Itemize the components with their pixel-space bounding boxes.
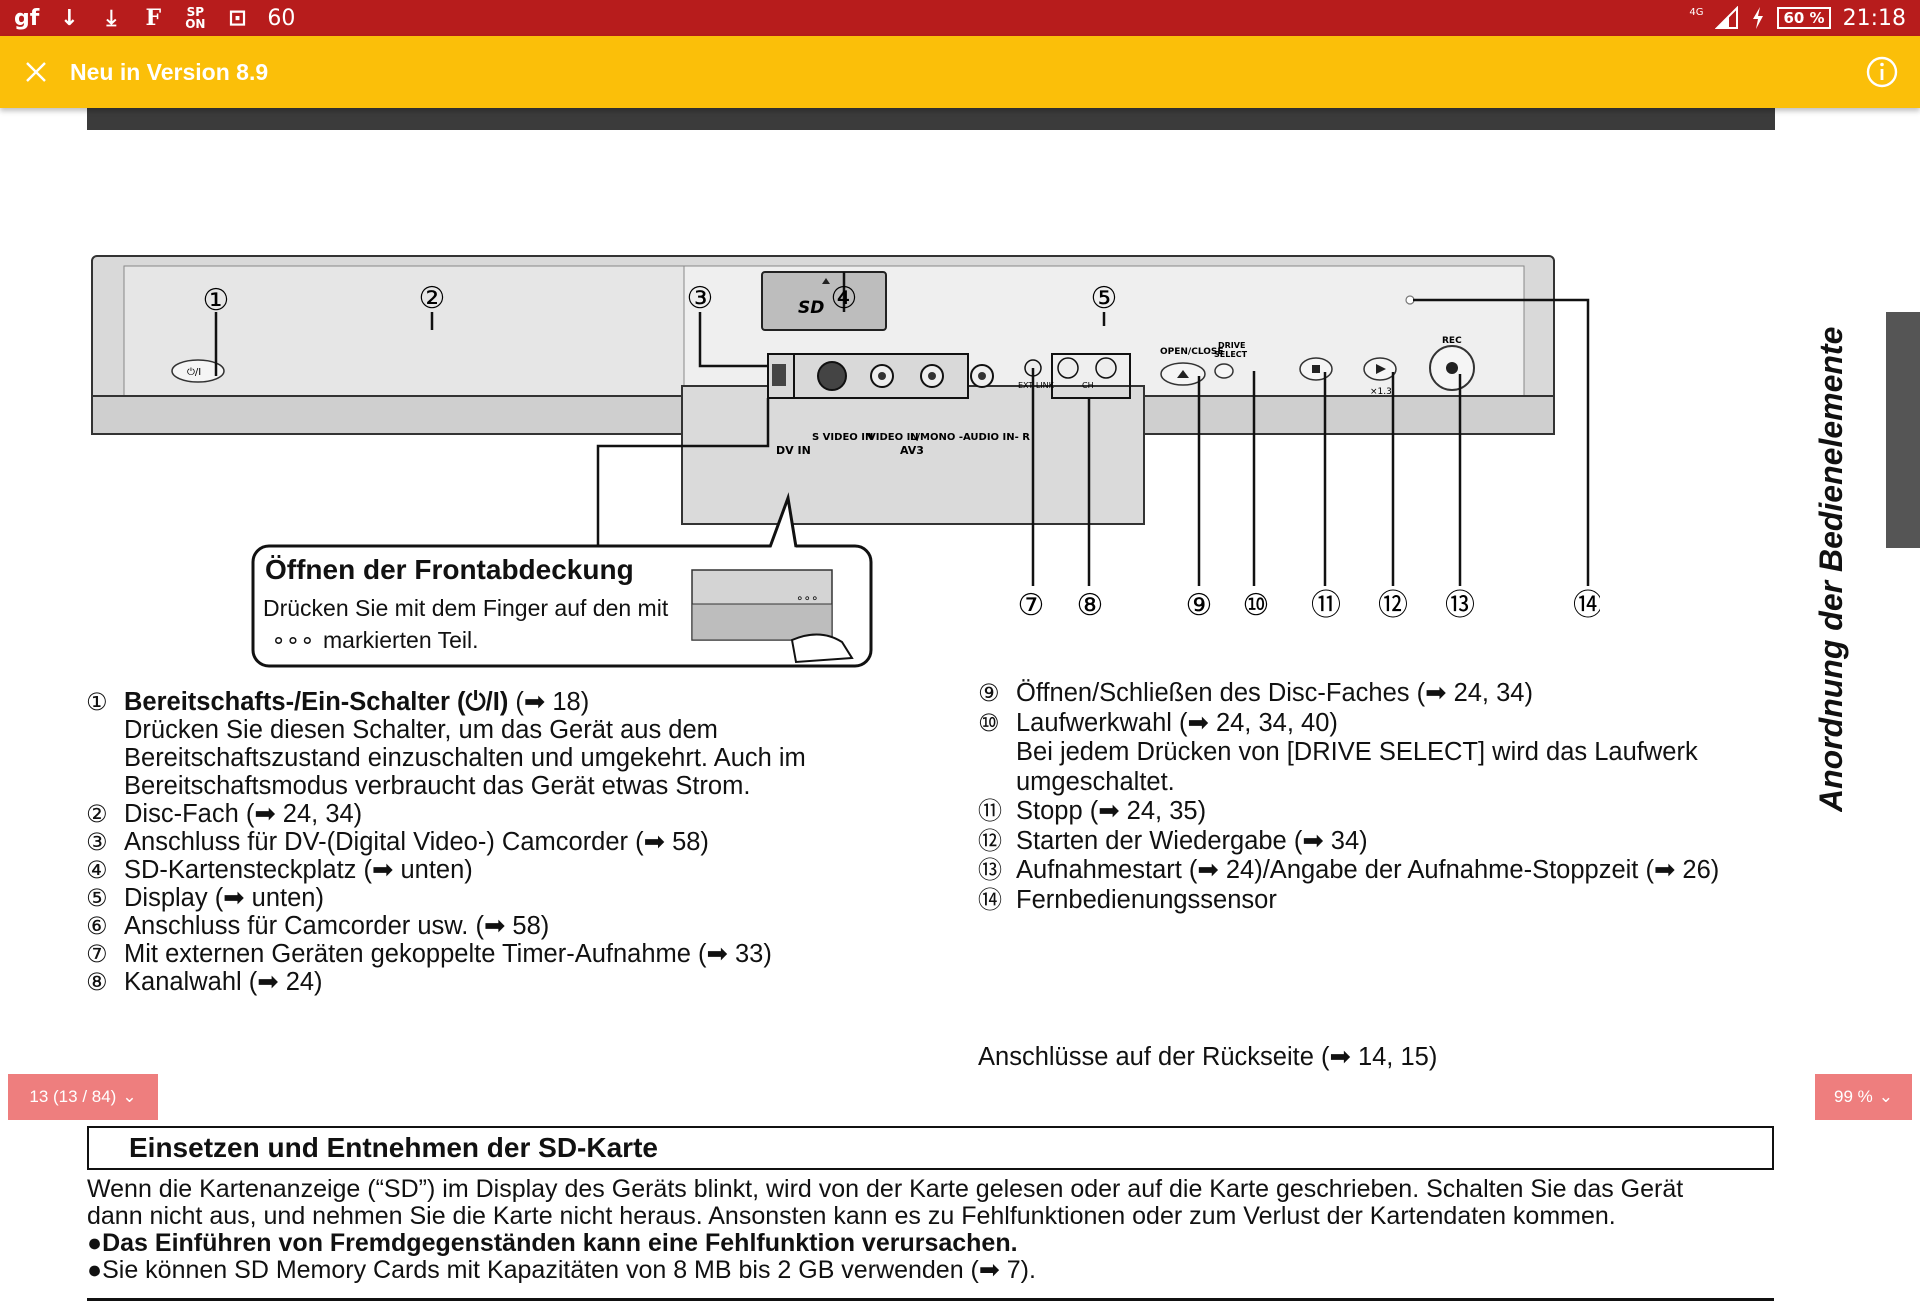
- svg-text:⑤: ⑤: [1091, 281, 1118, 316]
- svg-text:VIDEO IN: VIDEO IN: [868, 432, 919, 443]
- download-icon: ↓: [60, 5, 79, 31]
- svg-text:⑬: ⑬: [1445, 588, 1475, 623]
- status-bar: gf ↓ ⤓ F SP ON ⊡ 60 4G 60 % 21:18: [0, 0, 1920, 36]
- rear-connections-note: Anschlüsse auf der Rückseite (➡ 14, 15): [978, 1043, 1438, 1071]
- svg-text:REC: REC: [1442, 336, 1462, 346]
- section-header-bar: [87, 108, 1775, 130]
- svg-text:②: ②: [419, 281, 446, 316]
- notification-title[interactable]: Neu in Version 8.9: [70, 58, 269, 85]
- controls-list-left: ① Bereitschafts-/Ein-Schalter (⏻/I) (➡ 1…: [86, 688, 806, 996]
- cast-icon: ⊡: [228, 5, 247, 31]
- page-indicator-button[interactable]: 13 (13 / 84) ⌄: [8, 1074, 158, 1120]
- sd-card-section-header: Einsetzen und Entnehmen der SD-Karte: [87, 1126, 1774, 1170]
- svg-text:DV IN: DV IN: [776, 444, 811, 457]
- download-tray-icon: ⤓: [106, 5, 117, 31]
- svg-text:③: ③: [687, 281, 714, 316]
- warning-bullet: ●Das Einführen von Fremdgegenständen kan…: [87, 1229, 1018, 1257]
- svg-text:AV3: AV3: [900, 444, 924, 457]
- svg-text:⑭: ⑭: [1573, 588, 1600, 623]
- network-type: 4G: [1689, 6, 1704, 18]
- svg-text:⑪: ⑪: [1311, 588, 1341, 623]
- side-title: Anordnung der Bedienelemente: [1813, 327, 1849, 812]
- svg-text:SELECT: SELECT: [1214, 350, 1248, 359]
- svg-text:EXT LINK: EXT LINK: [1018, 381, 1055, 390]
- svg-text:⑫: ⑫: [1378, 588, 1408, 623]
- list-item: ⑩ Laufwerkwahl (➡ 24, 34, 40) Bei jedem …: [978, 708, 1698, 796]
- svg-text:DRIVE: DRIVE: [1218, 341, 1245, 350]
- svg-text:CH: CH: [1082, 381, 1094, 390]
- status-icons-right: 4G 60 % 21:18: [1689, 0, 1906, 36]
- svg-text:⑦: ⑦: [1018, 588, 1045, 623]
- close-icon[interactable]: [16, 52, 56, 92]
- document-page[interactable]: SD ⏻/I EXT LINK CH S VIDEO IN VIDEO IN L…: [0, 108, 1920, 1301]
- svg-text:OPEN/CLOSE: OPEN/CLOSE: [1160, 347, 1224, 357]
- sd-card-paragraph: Wenn die Kartenanzeige (“SD”) im Display…: [87, 1176, 1787, 1284]
- side-tab-marker: [1886, 312, 1920, 548]
- svg-text:⏻/I: ⏻/I: [187, 367, 201, 378]
- svg-text:④: ④: [831, 281, 858, 316]
- svg-text:①: ①: [203, 283, 230, 318]
- app-f-icon: F: [145, 5, 162, 31]
- signal-icon: [1715, 6, 1739, 29]
- svg-text:Anordnung der Bedienelemente: Anordnung der Bedienelemente: [1813, 327, 1849, 812]
- section-title: Einsetzen und Entnehmen der SD-Karte: [129, 1132, 658, 1163]
- capacity-bullet: ●Sie können SD Memory Cards mit Kapazitä…: [87, 1256, 1036, 1284]
- callout-title: Öffnen der Frontabdeckung: [265, 554, 634, 585]
- svg-text:×1.3: ×1.3: [1370, 387, 1392, 397]
- dots-symbol: ∘∘∘: [271, 627, 315, 653]
- update-notification-bar: Neu in Version 8.9: [0, 36, 1920, 108]
- app-gf-icon: gf: [14, 5, 40, 31]
- battery-indicator: 60 %: [1777, 7, 1831, 29]
- svg-text:⑧: ⑧: [1077, 588, 1104, 623]
- chevron-down-icon: ⌄: [122, 1087, 137, 1106]
- list-item: ① Bereitschafts-/Ein-Schalter (⏻/I) (➡ 1…: [86, 688, 806, 800]
- info-icon[interactable]: [1862, 52, 1902, 92]
- callout-text: Drücken Sie mit dem Finger auf den mit ∘…: [263, 592, 703, 656]
- chevron-down-icon: ⌄: [1878, 1087, 1893, 1106]
- svg-text:S VIDEO IN: S VIDEO IN: [812, 432, 873, 443]
- svg-text:⑨: ⑨: [1186, 588, 1213, 623]
- svg-text:∘∘∘: ∘∘∘: [796, 591, 819, 605]
- zoom-indicator-button[interactable]: 99 % ⌄: [1815, 1074, 1912, 1120]
- svg-text:⑩: ⑩: [1243, 588, 1270, 623]
- sp-on-icon: SP ON: [185, 5, 206, 31]
- temperature-text: 60: [267, 5, 296, 31]
- sd-logo: SD: [798, 298, 824, 318]
- device-front-diagram: SD ⏻/I EXT LINK CH S VIDEO IN VIDEO IN L…: [91, 255, 1600, 668]
- clock: 21:18: [1842, 5, 1906, 31]
- charging-icon: [1753, 7, 1764, 29]
- status-icons-left: gf ↓ ⤓ F SP ON ⊡ 60: [0, 4, 295, 32]
- svg-text:L/MONO -AUDIO IN- R: L/MONO -AUDIO IN- R: [910, 432, 1030, 443]
